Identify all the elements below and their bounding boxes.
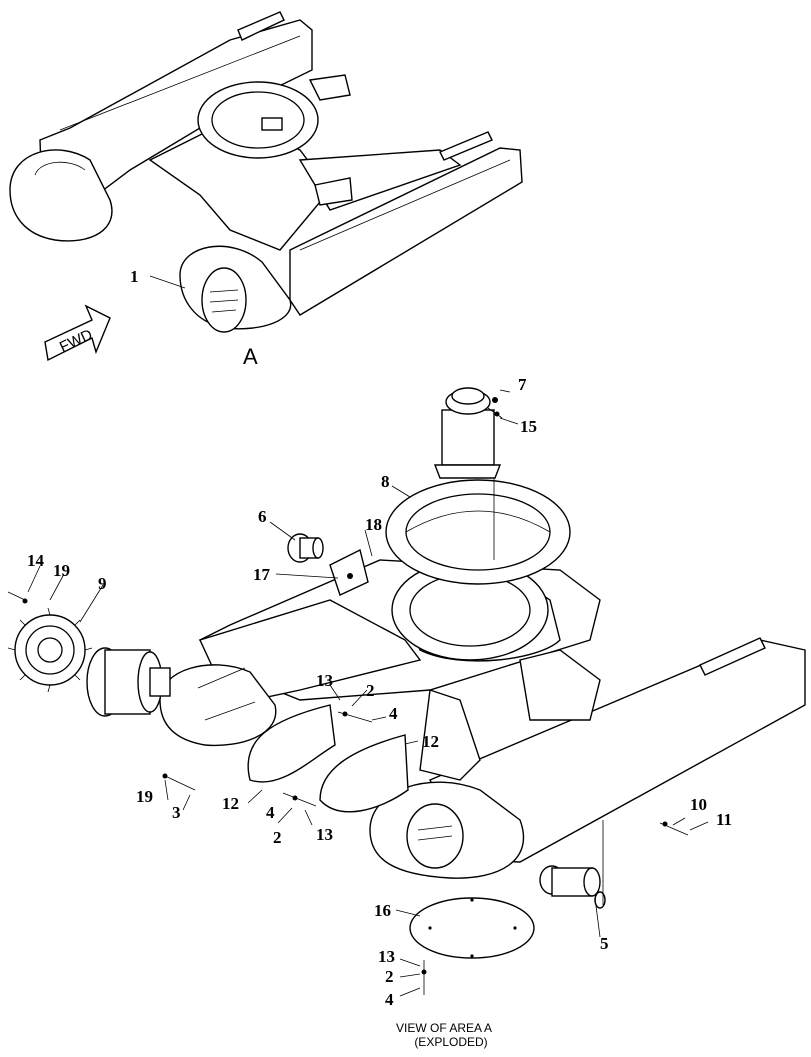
caption-line-1: VIEW OF AREA A [396,1021,492,1035]
callout-2-lower: 2 [273,828,282,847]
callout-10: 10 [690,795,707,814]
fasteners [7,397,689,995]
callout-2-upper: 2 [366,681,375,700]
callout-4-plate: 4 [385,990,394,1009]
cover-plate [409,897,535,959]
callout-13-lower: 13 [316,825,333,844]
callout-19-top: 19 [53,561,70,580]
view-letter: A [243,344,258,369]
caption-line-2: (EXPLODED) [414,1035,487,1049]
callout-2-plate: 2 [385,967,394,986]
callout-13-upper: 13 [316,671,333,690]
callout-12-left: 12 [222,794,239,813]
callout-17: 17 [253,565,271,584]
callout-18: 18 [365,515,382,534]
travel-motor [86,647,171,717]
top-roller [287,533,324,563]
fwd-arrow-icon: FWD [44,304,111,362]
callout-4-lower: 4 [266,803,275,822]
callout-5: 5 [600,934,609,953]
track-roller [539,820,606,909]
callout-12-right: 12 [422,732,439,751]
callout-13-plate: 13 [378,947,395,966]
callout-15: 15 [520,417,537,436]
callout-7: 7 [518,375,527,394]
callout-4-upper: 4 [389,704,398,723]
callout-11: 11 [716,810,732,829]
callout-8: 8 [381,472,390,491]
callout-1: 1 [130,267,139,286]
callout-16: 16 [374,901,391,920]
swivel-joint [433,387,502,560]
cover-left [247,704,336,783]
callout-19-bottom: 19 [136,787,153,806]
overview-undercarriage-frame: 1 FWD A [9,11,523,369]
callout-3: 3 [172,803,181,822]
cover-right [319,734,409,813]
sprocket [7,607,93,693]
exploded-undercarriage: 7 15 8 6 18 17 14 19 9 13 2 4 12 19 3 12… [7,375,806,1049]
leader-lines [27,389,709,997]
callout-9: 9 [98,574,107,593]
callout-6: 6 [258,507,267,526]
callout-14: 14 [27,551,45,570]
